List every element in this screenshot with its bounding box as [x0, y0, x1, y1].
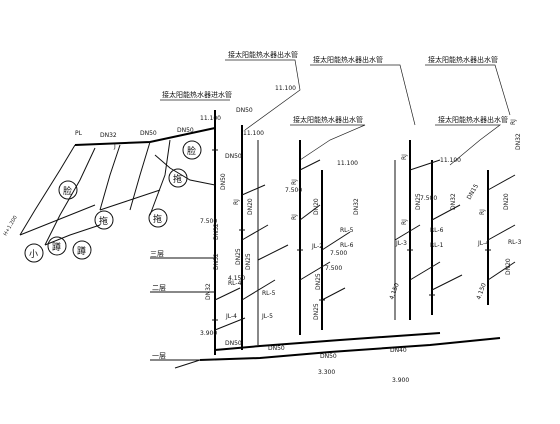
dn50-bottom-3: DN50 [225, 340, 242, 347]
floor-three-label: 三层 [150, 250, 164, 258]
basin-fixture-2 [168, 168, 188, 188]
rj-label-7: RJ [510, 119, 517, 125]
dn25-v2: DN25 [245, 253, 252, 270]
rl5-label: RL-5 [262, 290, 276, 297]
dn50-top: DN50 [236, 107, 253, 114]
dn50-bottom-1: DN50 [268, 345, 285, 352]
left-fixture-assembly [19, 127, 216, 246]
elev-3300: 3.300 [318, 369, 335, 376]
dn32-left: DN32 [100, 132, 117, 139]
mop-label-2: 拖 [153, 213, 162, 225]
jl3-label: JL-3 [395, 240, 407, 247]
dn20-v3: DN20 [503, 193, 510, 210]
dn32-v6: DN32 [205, 283, 212, 300]
rj-label-5: RJ [401, 219, 408, 225]
elev-11100-a: 11.100 [200, 115, 221, 122]
dn50-v1: DN50 [225, 153, 242, 160]
dn20-v4: DN20 [505, 258, 512, 275]
rj-label-3: RJ [291, 214, 298, 220]
floor-two-label: 二层 [152, 284, 166, 292]
elev-3900-b: 3.900 [392, 377, 409, 384]
elev-11100-d: 11.100 [337, 160, 358, 167]
dn40-bottom: DN40 [390, 347, 407, 354]
squat-fixture-2 [72, 240, 92, 260]
mop-label-1: 拖 [99, 215, 108, 227]
elev-7500-a: 7.500 [200, 218, 217, 225]
dn50-bottom-2: DN50 [320, 353, 337, 360]
dn25-v4: DN25 [313, 303, 320, 320]
branches [214, 159, 516, 331]
basin-label-2: 拖 [173, 173, 182, 185]
callout-solar-outlet-1: 接太阳能热水器出水管 [228, 50, 298, 59]
floor-one-label: 一层 [152, 352, 166, 360]
basin-fixture-3 [182, 140, 202, 160]
dn32-v4: DN32 [450, 193, 457, 210]
elev-3900-a: 3.900 [200, 330, 217, 337]
jl2-label: JL-2 [311, 243, 323, 250]
elev-11100-e: 11.100 [440, 157, 461, 164]
callout-solar-outlet-5: 接太阳能热水器出水管 [438, 115, 508, 124]
elev-7500-d: 7.500 [420, 195, 437, 202]
rj-label-1: RJ [233, 199, 240, 205]
mop-fixture-2 [148, 208, 168, 228]
dn15-label: DN15 [466, 183, 481, 201]
basin-label-1: 脸 [63, 185, 72, 197]
rl5-label-2: RL-5 [340, 227, 354, 234]
elev-4150-a: 4.150 [228, 275, 245, 282]
callout-solar-outlet-4: 接太阳能热水器出水管 [293, 115, 363, 124]
bottom-mains [174, 332, 501, 369]
urinal-fixture [24, 243, 44, 263]
j-label: J [113, 143, 116, 150]
rl6-label-2: RL-6 [430, 227, 444, 234]
fixture-elevation: H+1.200 [3, 215, 19, 237]
elev-11100-b: 11.100 [275, 85, 296, 92]
dn20-v1: DN20 [247, 198, 254, 215]
dn50-v2: DN50 [220, 173, 227, 190]
dn50-left-2: DN50 [177, 127, 194, 134]
rj-label-2: RJ [291, 179, 298, 185]
urinal-label: 小 [29, 249, 38, 260]
rl3-label: RL-3 [508, 239, 522, 246]
dn25-v5: DN25 [415, 193, 422, 210]
elev-4150-b: 4.150 [388, 282, 401, 301]
dn32-v1: DN32 [213, 223, 220, 240]
jl4-label-2: JL-4 [477, 240, 489, 247]
basin-fixture-1 [58, 180, 78, 200]
rl1-label: RL-1 [430, 242, 444, 249]
callout-solar-outlet-2: 接太阳能热水器出水管 [313, 55, 383, 64]
dn25-v3: DN25 [315, 273, 322, 290]
callout-solar-outlet-3: 接太阳能热水器出水管 [428, 55, 498, 64]
callout-solar-inlet: 接太阳能热水器进水管 [162, 90, 232, 99]
rj-label-4: RJ [401, 154, 408, 160]
squat-label-2: 蹲 [77, 245, 86, 257]
jl5-label: JL-5 [261, 313, 273, 320]
dn32-v3: DN32 [353, 198, 360, 215]
squat-label-1: 蹲 [52, 241, 61, 253]
pl-label: PL [75, 130, 83, 137]
dn32-v5: DN32 [515, 133, 522, 150]
valve-marks [212, 149, 491, 321]
squat-fixture-1 [47, 236, 67, 256]
mop-fixture-1 [94, 210, 114, 230]
elev-7500-c: 7.500 [325, 265, 342, 272]
elev-7500-b: 7.500 [285, 187, 302, 194]
callout-leaders [160, 59, 511, 166]
basin-label-3: 脸 [187, 145, 196, 157]
elev-7500-e: 7.500 [330, 250, 347, 257]
dn20-v2: DN20 [313, 198, 320, 215]
dn32-v2: DN32 [213, 253, 220, 270]
dn25-v1: DN25 [235, 248, 242, 265]
elev-4150-c: 4.150 [475, 282, 488, 301]
elev-11100-c: 11.100 [243, 130, 264, 137]
dn50-left: DN50 [140, 130, 157, 137]
rl6-label: RL-6 [340, 242, 354, 249]
jl4-label: JL-4 [225, 313, 237, 320]
rl4-label: RL-4 [228, 280, 242, 287]
rj-label-6: RJ [479, 209, 486, 215]
